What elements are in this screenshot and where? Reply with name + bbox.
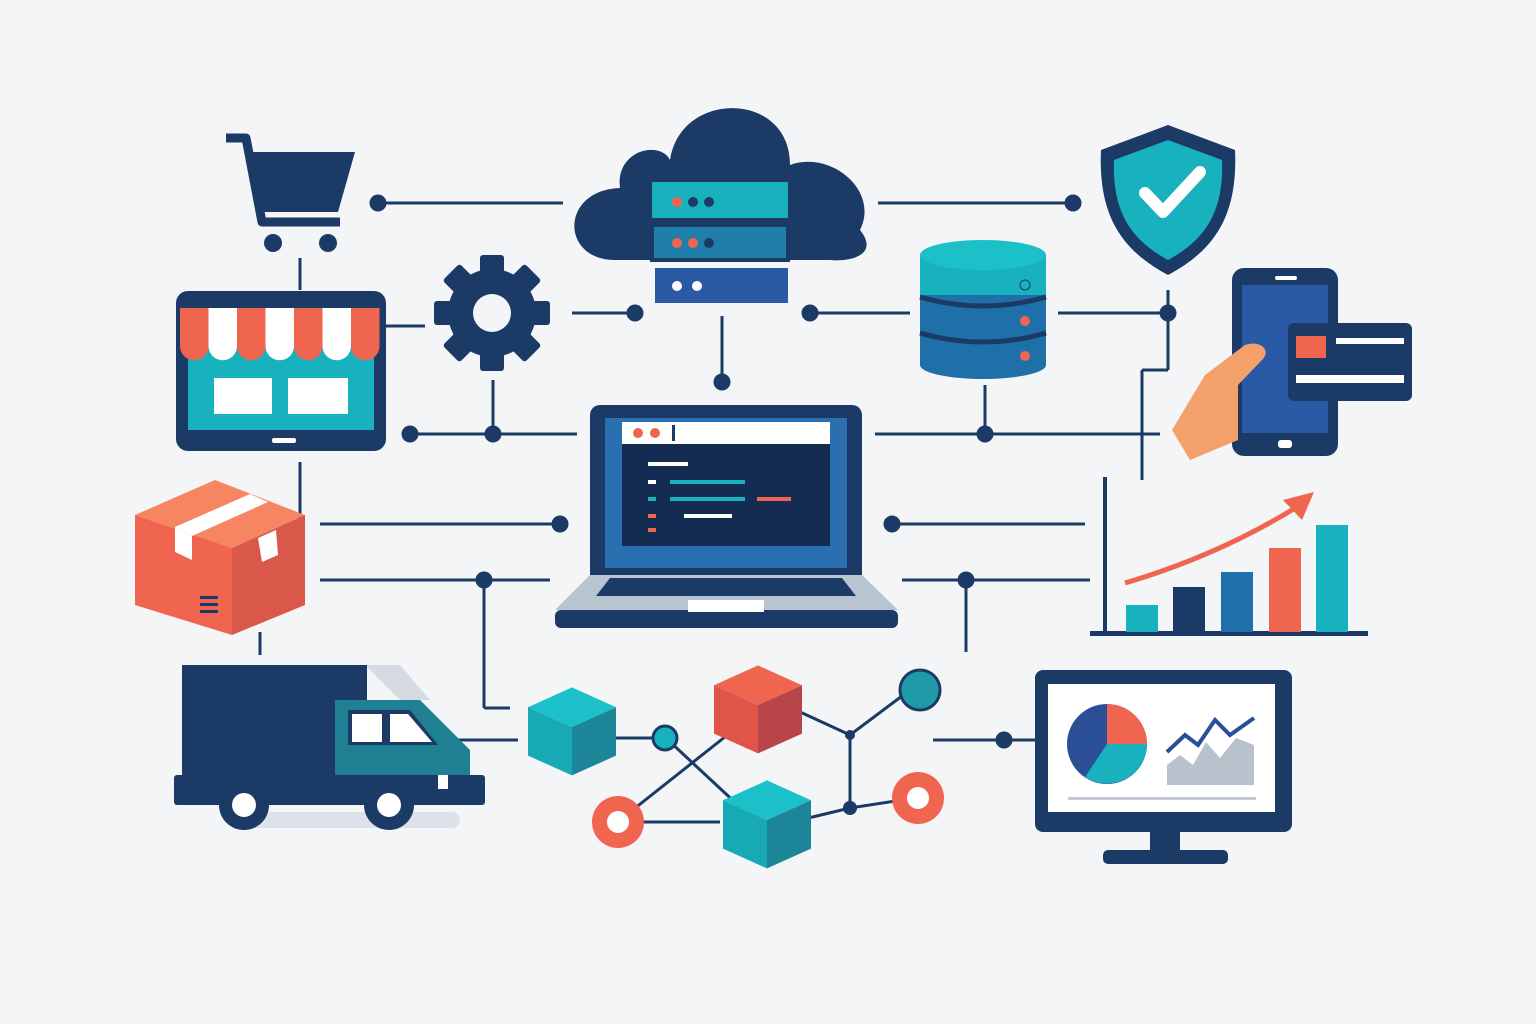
awning-scallop — [208, 331, 237, 361]
shopping-cart-icon — [226, 133, 355, 252]
connector-node — [883, 515, 901, 533]
mobile-payment-icon — [1172, 268, 1412, 460]
awning-scallop — [294, 331, 323, 361]
connector-lines — [258, 194, 1177, 749]
connector-node — [957, 571, 975, 589]
connector-node — [551, 515, 569, 533]
awning-scallop — [265, 331, 294, 361]
connector-node — [401, 425, 419, 443]
cube-top — [723, 780, 811, 820]
connector-node — [713, 373, 731, 391]
package-box-icon — [135, 480, 305, 635]
awning-scallop — [322, 331, 351, 361]
connector-node — [801, 304, 819, 322]
connector-node — [484, 425, 502, 443]
awning-scallop — [180, 331, 209, 361]
awning-scallop — [237, 331, 266, 361]
cube-left — [723, 800, 767, 869]
analytics-monitor-icon — [1035, 670, 1292, 864]
blockchain-network-icon — [528, 665, 944, 869]
laptop-code-icon — [555, 405, 898, 628]
connector-node — [1064, 194, 1082, 212]
storefront-tablet-icon — [176, 291, 386, 451]
cube-top — [528, 687, 616, 727]
connector-node — [369, 194, 387, 212]
security-shield-icon — [1100, 125, 1236, 275]
connector-node — [475, 571, 493, 589]
growth-chart-icon — [1090, 477, 1368, 636]
cube-right — [572, 707, 616, 776]
cloud-server-icon — [574, 108, 867, 303]
cube-top — [714, 665, 802, 705]
gear-icon — [434, 255, 550, 371]
cube-left — [714, 685, 758, 754]
connector-node — [976, 425, 994, 443]
connector-node — [995, 731, 1013, 749]
cube-left — [528, 707, 572, 776]
connector-node — [1159, 304, 1177, 322]
cube-right — [767, 800, 811, 869]
cube-right — [758, 685, 802, 754]
database-icon — [919, 240, 1047, 379]
delivery-truck-icon — [174, 665, 485, 830]
awning-scallop — [351, 331, 380, 361]
connector-node — [626, 304, 644, 322]
